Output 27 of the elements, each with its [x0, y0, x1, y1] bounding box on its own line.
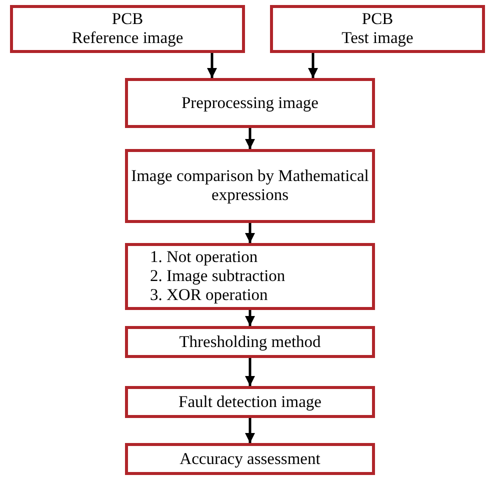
process-box [270, 5, 485, 53]
arrow [245, 310, 255, 326]
arrow [245, 418, 255, 443]
process-box [125, 149, 375, 223]
box-text: Fault detection image [178, 392, 322, 412]
process-box [125, 386, 375, 418]
box-text: 3. XOR operation [150, 286, 268, 305]
arrow [245, 223, 255, 243]
box-text: Accuracy assessment [180, 450, 320, 468]
arrow [207, 53, 217, 78]
box-text: Test image [342, 29, 414, 48]
process-box [125, 78, 375, 128]
box-text: PCB [112, 10, 144, 29]
box-text: Image comparison by Mathematical expressions [130, 167, 370, 205]
process-box [125, 326, 375, 358]
box-text: 2. Image subtraction [150, 267, 286, 286]
box-text: Reference image [72, 29, 184, 48]
process-box [125, 243, 375, 310]
box-text: 1. Not operation [150, 248, 258, 268]
arrow [308, 53, 318, 78]
box-text: Thresholding method [179, 332, 321, 352]
process-box [125, 443, 375, 475]
process-box [10, 5, 245, 53]
arrow [245, 358, 255, 386]
box-text: PCB [362, 10, 394, 29]
arrow [245, 128, 255, 149]
box-text: Preprocessing image [181, 94, 318, 112]
